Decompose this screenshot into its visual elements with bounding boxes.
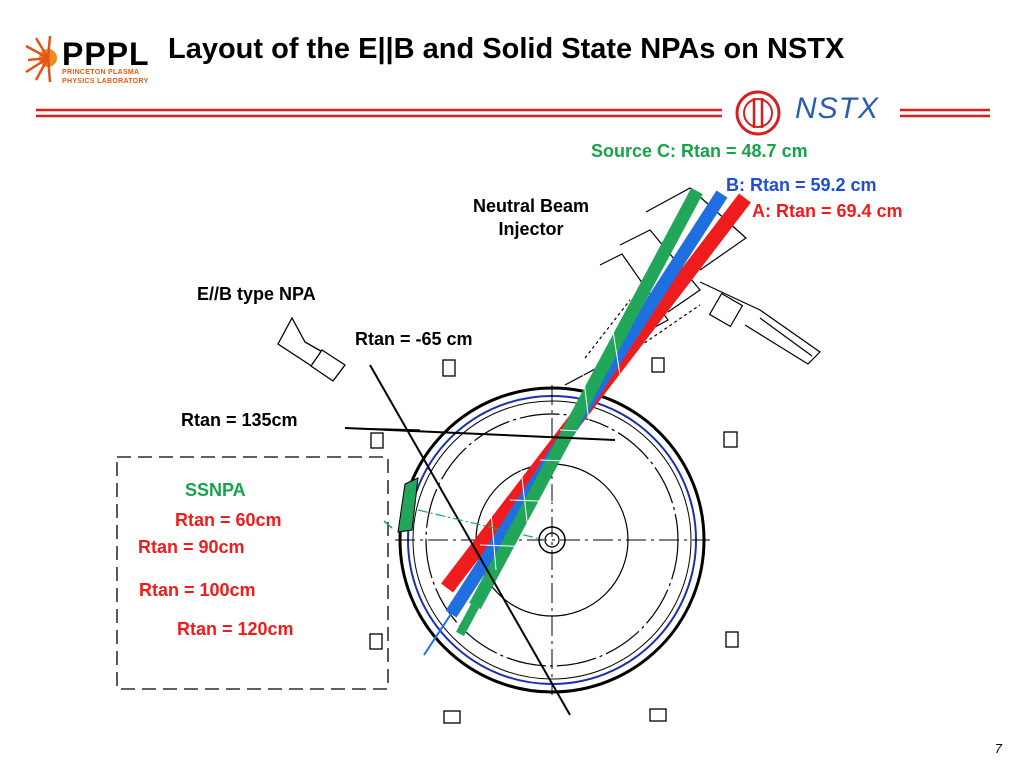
ssnpa-box xyxy=(116,456,389,690)
nstx-logo-text: NSTX xyxy=(795,92,880,125)
label-source-b: B: Rtan = 59.2 cm xyxy=(726,175,877,195)
neutral-beam-stripes xyxy=(423,187,751,656)
label-eb-npa: E//B type NPA xyxy=(197,284,316,304)
label-rtan-135: Rtan = 135cm xyxy=(181,410,298,430)
pppl-sun-icon xyxy=(25,35,57,83)
label-source-c: Source C: Rtan = 48.7 cm xyxy=(591,141,808,161)
label-rtan-100: Rtan = 100cm xyxy=(139,580,256,600)
eb-npa-detector xyxy=(277,316,346,382)
npa-sightlines xyxy=(344,364,616,716)
beam-source-c-tail xyxy=(456,603,479,637)
header-rule xyxy=(36,108,990,118)
beam-blue-sightline xyxy=(423,613,452,656)
nstx-emblem-icon xyxy=(735,90,781,136)
pppl-logo-text: PPPL xyxy=(62,36,150,72)
page-number: 7 xyxy=(994,741,1002,756)
pppl-logo-sub1: PRINCETON PLASMA xyxy=(62,69,140,76)
label-rtan-120: Rtan = 120cm xyxy=(177,619,294,639)
label-rtan-90: Rtan = 90cm xyxy=(138,537,245,557)
ssnpa-detector xyxy=(383,477,546,541)
pppl-logo-sub2: PHYSICS LABORATORY xyxy=(62,78,149,85)
label-nbi-line2: Injector xyxy=(498,219,564,239)
label-source-a: A: Rtan = 69.4 cm xyxy=(752,201,903,221)
label-rtan-neg65: Rtan = -65 cm xyxy=(355,329,473,349)
vessel-ports xyxy=(369,357,739,724)
label-nbi-line1: Neutral Beam xyxy=(472,196,590,216)
page-title: Layout of the E||B and Solid State NPAs … xyxy=(168,33,845,65)
label-ssnpa: SSNPA xyxy=(185,480,246,500)
label-rtan-60: Rtan = 60cm xyxy=(175,510,282,530)
